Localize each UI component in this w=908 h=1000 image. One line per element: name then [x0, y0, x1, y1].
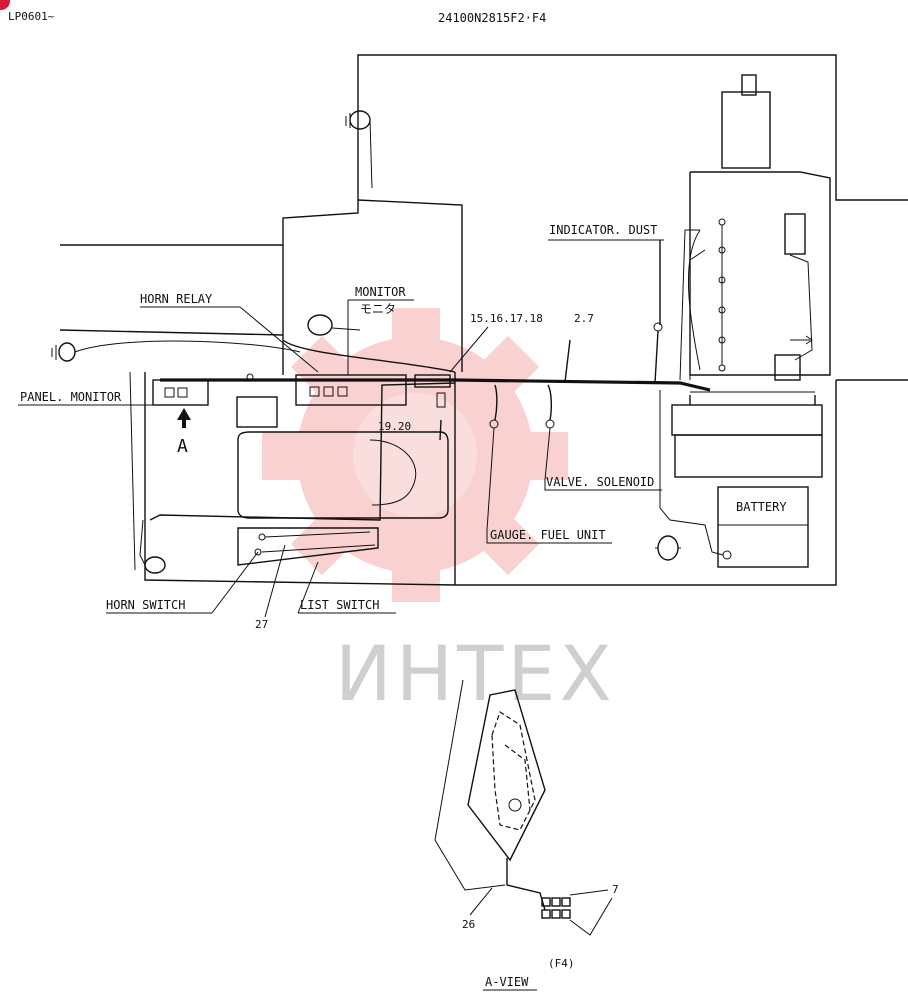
view-a-arrow: A	[177, 408, 191, 457]
indicator-dust-label: INDICATOR. DUST	[549, 223, 657, 237]
ref-19-20: 19.20	[378, 420, 411, 433]
gauge-fuel-unit: GAUGE. FUEL UNIT	[486, 384, 612, 544]
machine-outline	[59, 54, 908, 586]
ref-7: 7	[612, 883, 619, 896]
a-view-connectors	[541, 897, 571, 919]
sheet-number: (F4)	[548, 957, 575, 970]
page-reference: LP0601~	[8, 10, 55, 23]
injector-connectors	[718, 218, 726, 372]
a-view-title: A-VIEW	[483, 975, 537, 991]
watermark-text: ИНТЕХ	[335, 629, 616, 718]
corner-badge	[0, 0, 10, 10]
engine-block	[671, 74, 831, 478]
a-view-detail: 7 26	[434, 679, 619, 936]
ref-27-callout: 27	[255, 544, 286, 631]
watermark-logo	[262, 308, 568, 602]
monitor-label-jp: モニタ	[360, 302, 396, 316]
a-view-label: A-VIEW	[485, 975, 529, 989]
horn-relay-callout: HORN RELAY	[140, 292, 319, 373]
indicator-dust-branch: INDICATOR. DUST	[548, 223, 664, 384]
ref-27: 27	[255, 618, 268, 631]
horn-relay-label: HORN RELAY	[140, 292, 213, 306]
main-harness	[160, 339, 711, 392]
ref-2-7: 2.7	[574, 312, 594, 325]
valve-solenoid: VALVE. SOLENOID	[544, 384, 662, 491]
list-switch-callout: LIST SWITCH	[297, 561, 396, 614]
monitor-callout: MONITOR モニタ	[347, 285, 414, 375]
horn-switch-label: HORN SWITCH	[106, 598, 185, 612]
dashboard	[139, 314, 456, 574]
horn-switch-callout: HORN SWITCH	[106, 551, 259, 614]
drawing-number: 24100N2815F2·F4	[438, 11, 546, 25]
ref-26: 26	[462, 918, 475, 931]
horn	[655, 535, 681, 561]
battery-label: BATTERY	[736, 500, 787, 514]
ref-15-18: 15.16.17.18	[470, 312, 543, 325]
head-lamp-top	[345, 110, 373, 189]
panel-monitor-callout: PANEL. MONITOR	[18, 390, 155, 406]
valve-solenoid-label: VALVE. SOLENOID	[546, 475, 654, 489]
head-lamp-side	[51, 340, 301, 362]
view-a-marker: A	[177, 436, 188, 457]
monitor-label: MONITOR	[355, 285, 406, 299]
panel-monitor-label: PANEL. MONITOR	[20, 390, 122, 404]
list-switch-label: LIST SWITCH	[300, 598, 379, 612]
battery: BATTERY	[659, 390, 809, 568]
gauge-fuel-unit-label: GAUGE. FUEL UNIT	[490, 528, 606, 542]
